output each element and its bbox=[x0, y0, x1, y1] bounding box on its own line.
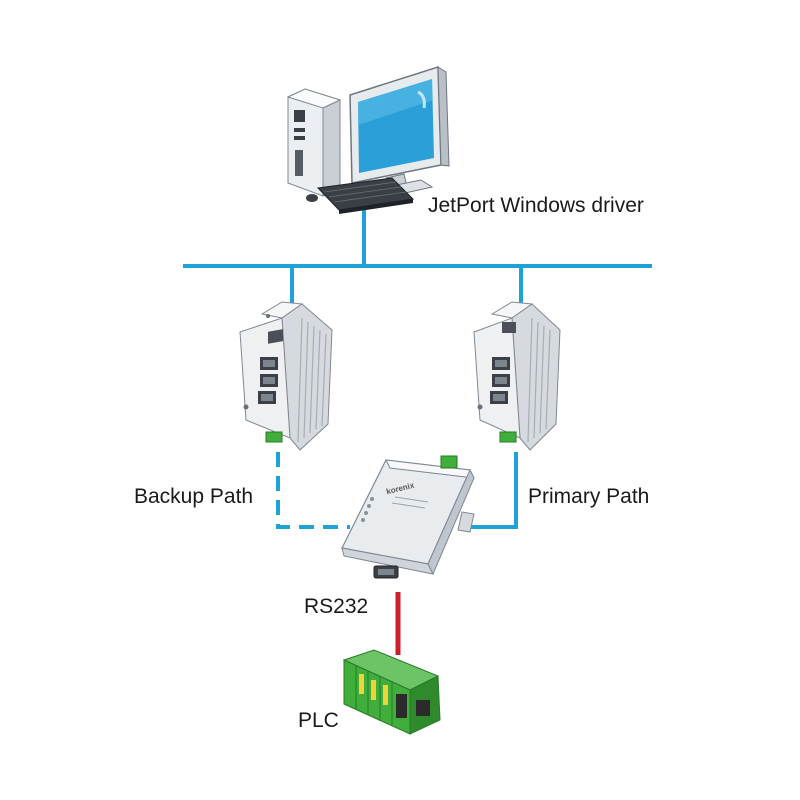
ethernet-switch-icon bbox=[473, 301, 561, 451]
plc-label: PLC bbox=[298, 709, 339, 732]
desktop-computer-icon bbox=[286, 65, 450, 214]
ethernet-switch-icon bbox=[239, 301, 333, 451]
primary-path-label: Primary Path bbox=[528, 485, 650, 508]
plc-icon bbox=[342, 649, 441, 735]
backup-path-line bbox=[276, 452, 350, 529]
host-driver-label: JetPort Windows driver bbox=[428, 194, 644, 217]
rs232-label: RS232 bbox=[304, 595, 369, 618]
serial-device-server-icon bbox=[341, 455, 475, 579]
backup-path-label: Backup Path bbox=[134, 485, 254, 508]
primary-path-line bbox=[470, 452, 518, 529]
network-lines bbox=[183, 205, 652, 529]
